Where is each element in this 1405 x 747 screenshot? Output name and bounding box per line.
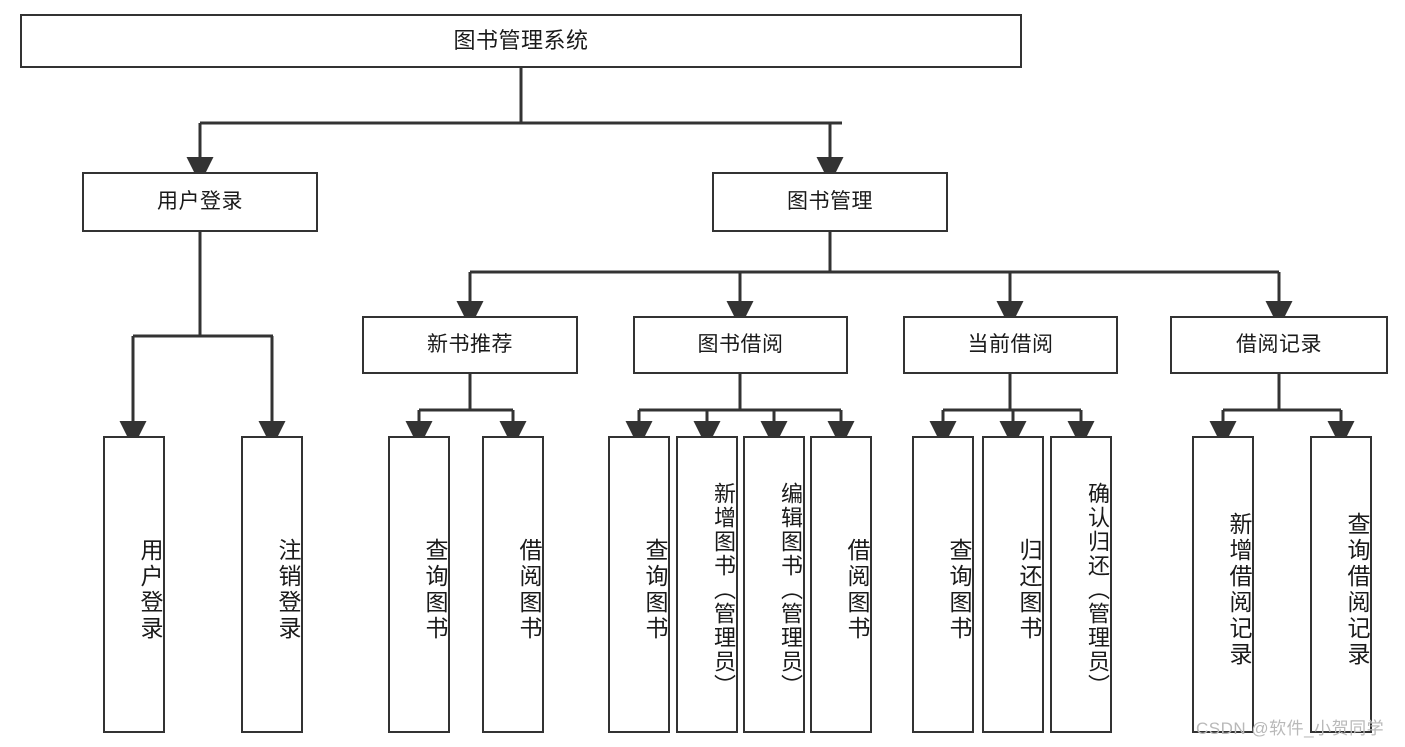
node-leaf-confirm-return-admin[interactable]: 确认归还（管理员） [1050,436,1112,733]
node-leaf-query-book-current[interactable]: 查询图书 [912,436,974,733]
node-leaf-borrow-book-recommend[interactable]: 借阅图书 [482,436,544,733]
node-book-borrow[interactable]: 图书借阅 [633,316,848,374]
node-current-borrow[interactable]: 当前借阅 [903,316,1118,374]
node-leaf-user-login[interactable]: 用户登录 [103,436,165,733]
node-leaf-add-book-admin[interactable]: 新增图书（管理员） [676,436,738,733]
csdn-watermark: CSDN @软件_小贺同学 [1196,719,1385,738]
node-borrow-record[interactable]: 借阅记录 [1170,316,1388,374]
node-leaf-add-borrow-record[interactable]: 新增借阅记录 [1192,436,1254,733]
node-new-book-recommend[interactable]: 新书推荐 [362,316,578,374]
node-leaf-borrow-book[interactable]: 借阅图书 [810,436,872,733]
node-leaf-logout[interactable]: 注销登录 [241,436,303,733]
node-leaf-return-book[interactable]: 归还图书 [982,436,1044,733]
node-root-system-title[interactable]: 图书管理系统 [20,14,1022,68]
node-book-management[interactable]: 图书管理 [712,172,948,232]
node-leaf-query-borrow-record[interactable]: 查询借阅记录 [1310,436,1372,733]
node-user-login[interactable]: 用户登录 [82,172,318,232]
node-leaf-edit-book-admin[interactable]: 编辑图书（管理员） [743,436,805,733]
node-leaf-query-book-borrow[interactable]: 查询图书 [608,436,670,733]
node-leaf-query-book-recommend[interactable]: 查询图书 [388,436,450,733]
